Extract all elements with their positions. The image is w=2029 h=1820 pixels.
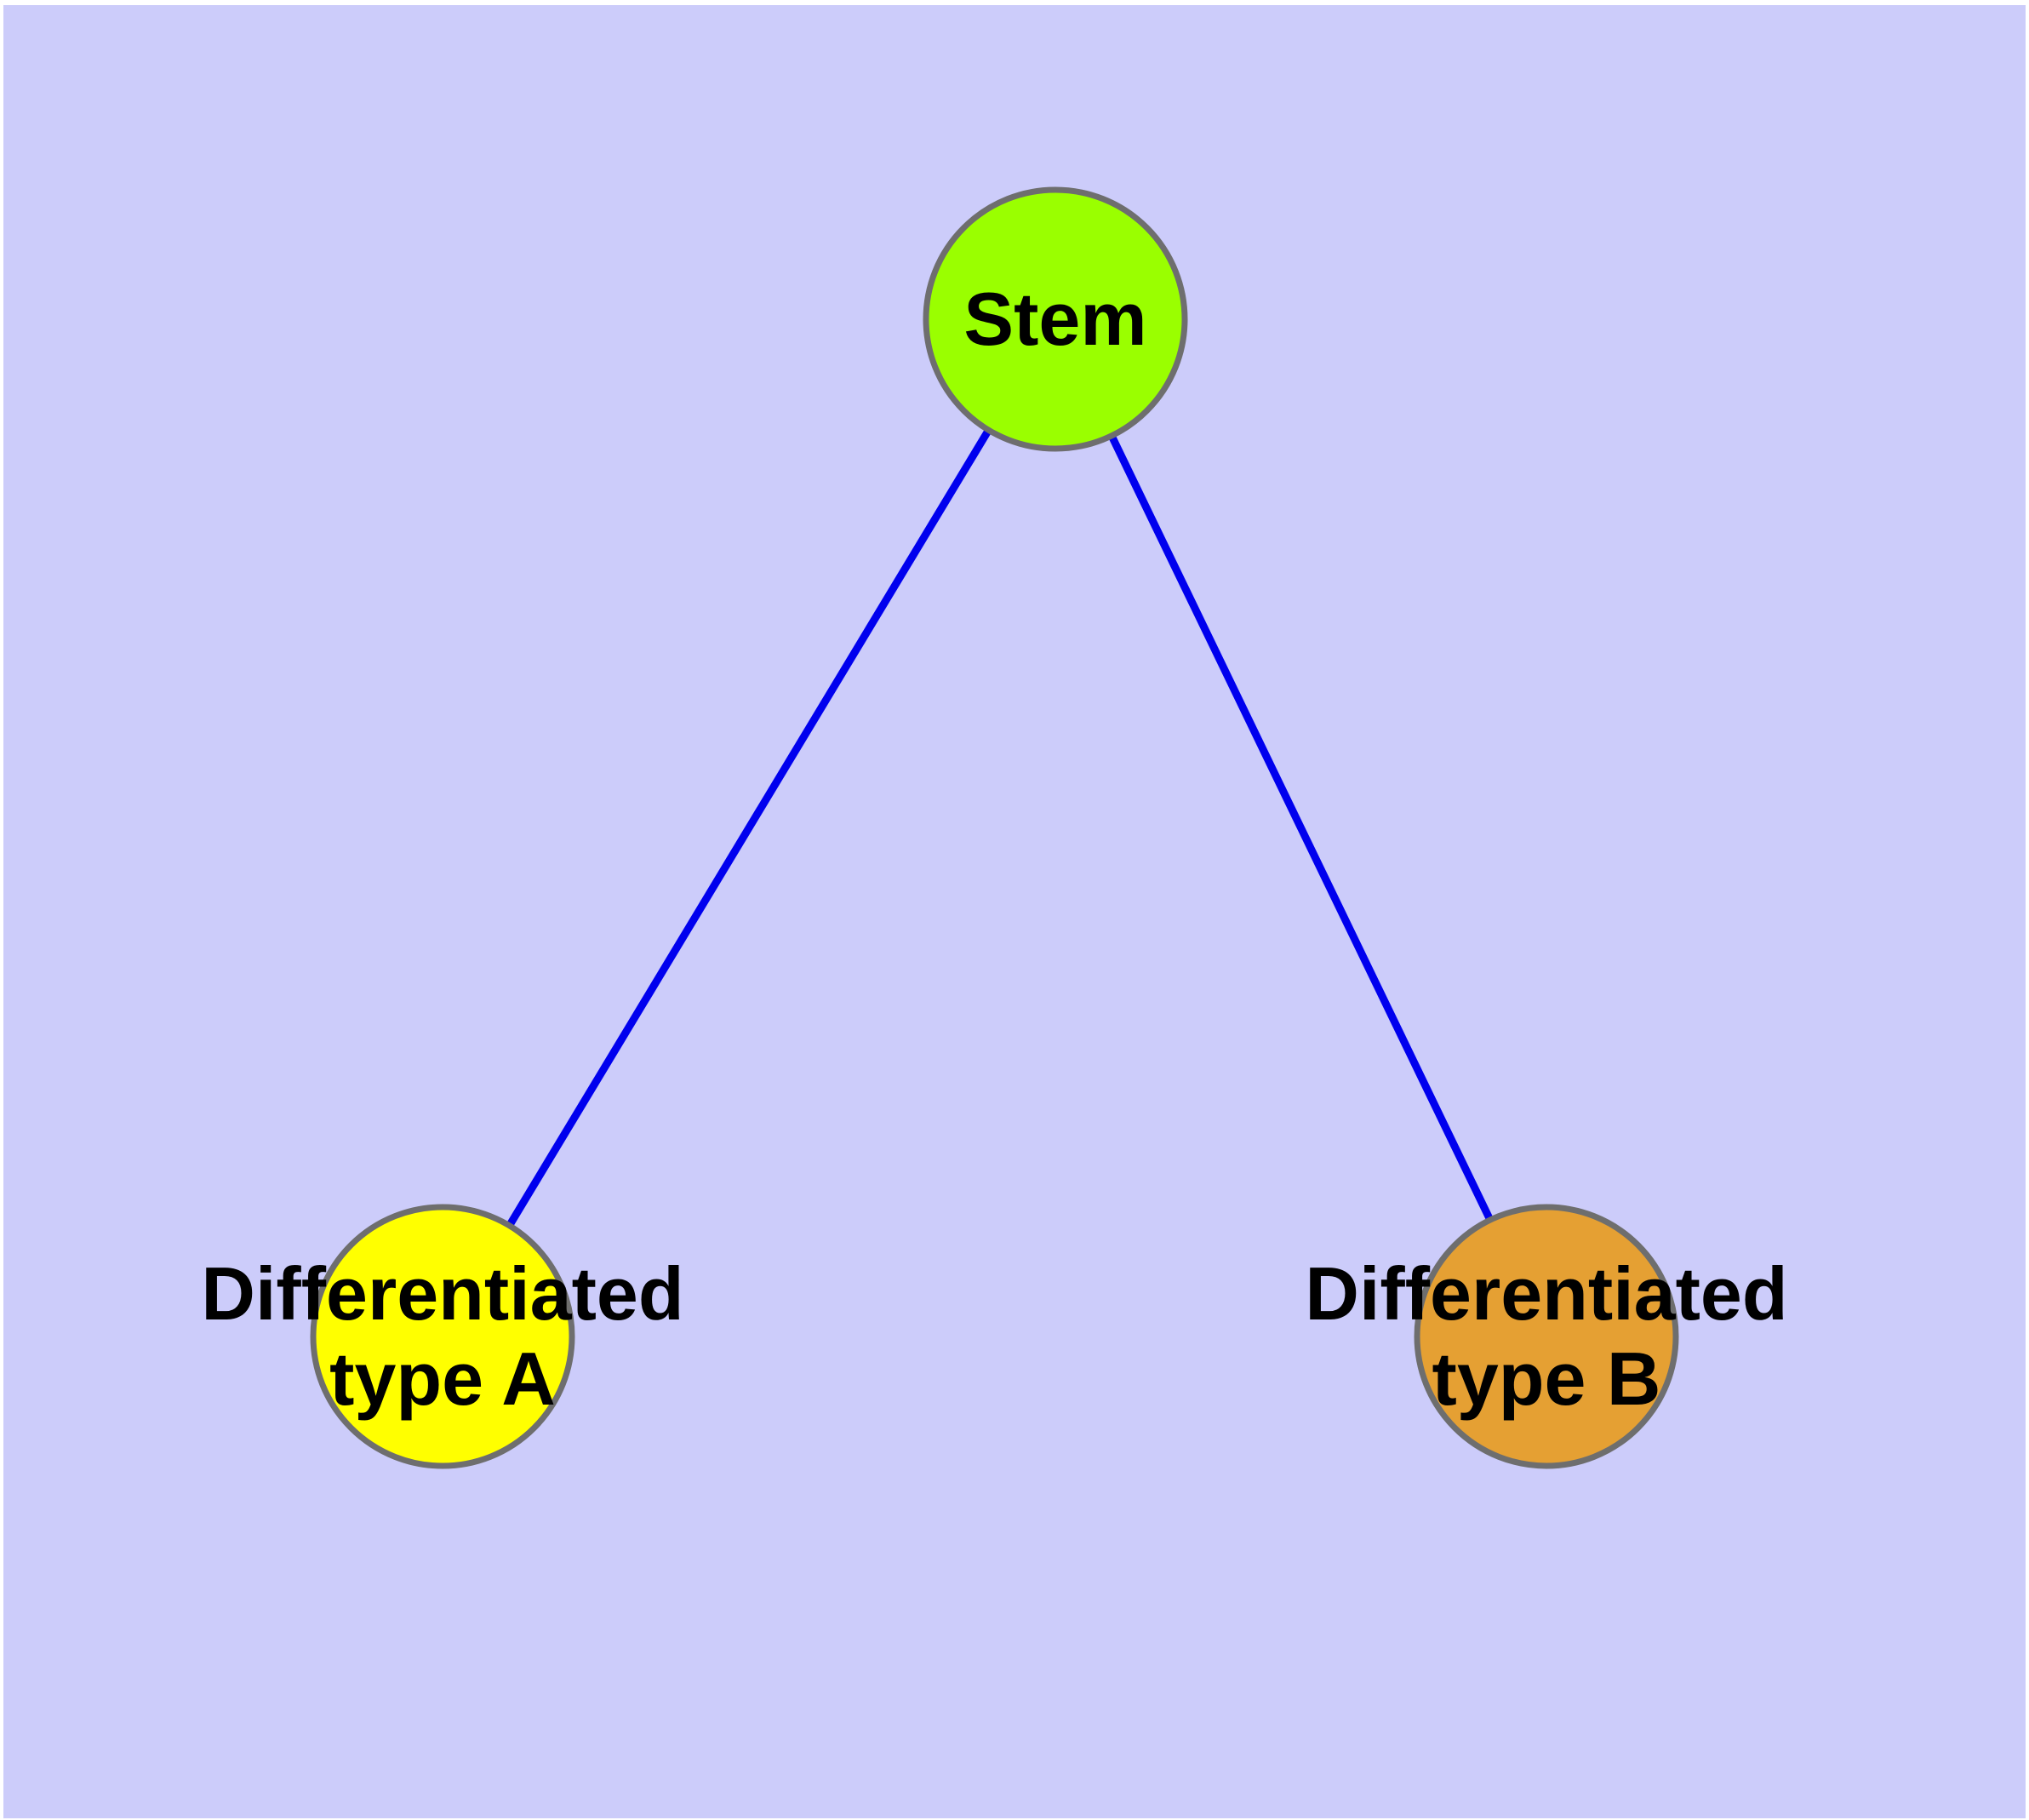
graph-node-circle-diff_a[interactable] [310, 1204, 575, 1469]
graph-node-label-line: type B [1432, 1336, 1661, 1421]
graph-edge-stem-to-diff-a [505, 426, 993, 1229]
graph-node-diff_a[interactable] [310, 1204, 575, 1469]
graph-edge-stem-to-diff-b [1107, 432, 1495, 1223]
graph-node-circle-diff_b[interactable] [1414, 1204, 1679, 1469]
graph-node-label-line: Stem [963, 277, 1146, 361]
graph-node-stem[interactable] [923, 186, 1188, 452]
graph-node-label-stem: Stem [963, 277, 1146, 361]
graph-node-label-line: Differentiated [1305, 1251, 1787, 1336]
graph-node-label-line: type A [329, 1336, 556, 1421]
graph-node-label-line: Differentiated [201, 1251, 683, 1336]
edges-layer [505, 426, 1495, 1229]
graph-node-diff_b[interactable] [1414, 1204, 1679, 1469]
graph-node-circle-stem[interactable] [923, 186, 1188, 452]
